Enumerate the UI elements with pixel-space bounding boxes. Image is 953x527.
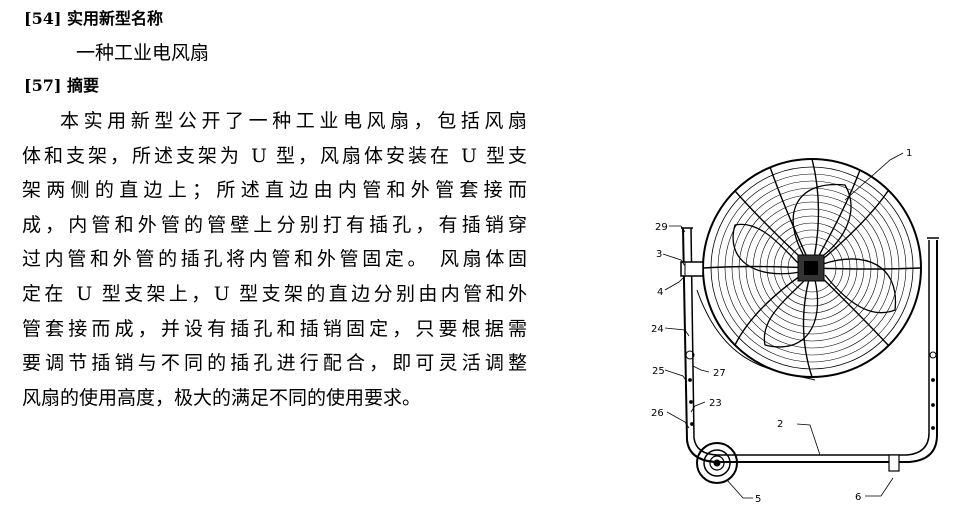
foot-pad: [888, 454, 900, 472]
abstract-line: 过内管和外管的插孔将内管和外管固定。 风扇体固: [22, 248, 527, 271]
callout-label-25: 25: [652, 366, 665, 377]
callout-label-24: 24: [651, 324, 664, 335]
leader-lines: [662, 152, 904, 499]
section-54-code: [54]: [24, 9, 62, 28]
pin-dot: [688, 378, 692, 382]
abstract-line: 体和支架，所述支架为 U 型，风扇体安装在 U 型支: [22, 144, 527, 167]
frame-left-arm-outer: [682, 227, 938, 463]
section-57-heading: [57] 摘要: [24, 76, 99, 96]
callout-label-1: 1: [906, 148, 912, 159]
pin-dot: [690, 422, 694, 426]
abstract-line: 要调节插销与不同的插孔进行配合，即可灵活调整: [22, 352, 527, 375]
grille-ring: [780, 236, 844, 300]
abstract-body: 本实用新型公开了一种工业电风扇，包括风扇 体和支架，所述支架为 U 型，风扇体安…: [22, 104, 527, 415]
abstract-line: 成，内管和外管的管壁上分别打有插孔，有插销穿: [22, 213, 527, 236]
callout-label-4: 4: [657, 287, 663, 298]
wheel: [696, 442, 738, 484]
callout-label-5: 5: [755, 494, 761, 505]
pin-dot: [931, 378, 935, 382]
callout-label-29: 29: [655, 222, 668, 233]
abstract-line: 本实用新型公开了一种工业电风扇，包括风扇: [60, 110, 527, 132]
grille-ring: [731, 187, 893, 349]
abstract-line: 管套接而成，并设有插孔和插销固定，只要根据需: [22, 317, 527, 340]
section-54-heading: [54] 实用新型名称: [24, 9, 163, 29]
fan-drawing-figure: 1 29 3 4 24 25 27 23 26 2 5 6: [651, 148, 939, 505]
section-57-code: [57]: [24, 76, 62, 95]
abstract-line: 架两侧的直边上；所述直边由内管和外管套接而: [22, 179, 527, 202]
abstract-line: 风扇的使用高度，极大的满足不同的使用要求。: [22, 386, 422, 409]
grille-ring: [724, 180, 900, 356]
section-54-label: 实用新型名称: [66, 9, 163, 28]
mount-bracket: [680, 261, 704, 277]
frame-left-arm-inner: [690, 227, 930, 456]
grille-ring: [766, 222, 858, 314]
grille-ring: [759, 215, 865, 321]
fan-blades: [732, 183, 897, 348]
utility-model-title: 一种工业电风扇: [76, 42, 210, 64]
fan-hub-center: [804, 261, 818, 275]
callout-label-3: 3: [656, 249, 662, 260]
pin-dot: [689, 400, 693, 404]
callout-label-6: 6: [855, 492, 861, 503]
u-frame: [680, 227, 939, 463]
callout-label-2: 2: [777, 419, 783, 430]
frame-pin-hole-right: [929, 351, 937, 359]
frame-bracket-curve: [696, 289, 816, 381]
grille-ring: [745, 201, 879, 335]
pin-dot: [931, 403, 935, 407]
frame-pin-hole-left: [685, 350, 695, 360]
callout-label-26: 26: [651, 408, 664, 419]
abstract-line: 定在 U 型支架上，U 型支架的直边分别由内管和外: [22, 282, 527, 305]
grille-ring: [773, 229, 851, 307]
pin-dot: [931, 426, 935, 430]
section-57-label: 摘要: [66, 76, 99, 95]
callout-label-23: 23: [709, 398, 722, 409]
callout-label-27: 27: [713, 368, 726, 379]
grille-ring: [738, 194, 886, 342]
